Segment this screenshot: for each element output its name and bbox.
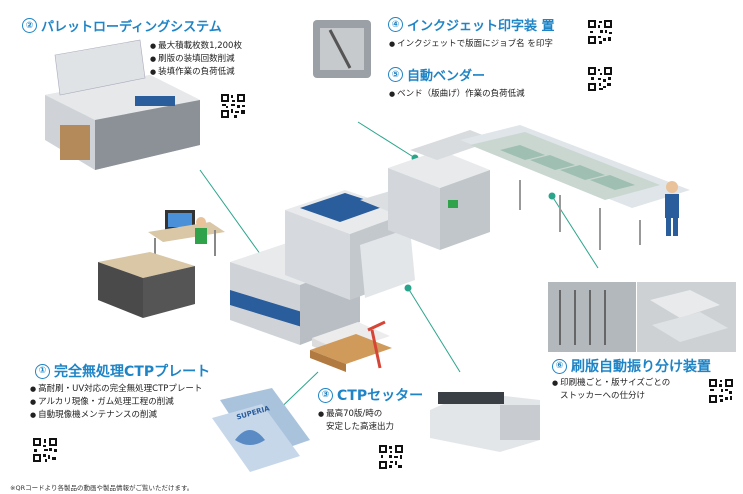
section-4-bullets: インクジェットで版面にジョブ名 を印字 — [389, 38, 553, 51]
ctp-line — [230, 130, 495, 345]
section-title: CTPセッター — [337, 388, 424, 404]
section-6-heading: ⑥ 刷版自動振り分け装置 — [552, 356, 711, 376]
pallet-loader-machine — [45, 39, 200, 170]
section-4-heading: ④ インクジェット印字装 置 — [388, 15, 555, 34]
footnote: ※QRコードより各製品の動画や製品情報がご覧いただけます。 — [10, 484, 194, 492]
bullet-item: 最高70版/時の — [318, 408, 394, 421]
section-number: ② — [22, 18, 37, 33]
section-title: パレットローディングシステム — [41, 20, 222, 35]
section-2-bullets: 最大積載枚数1,200枚 刷版の装填回数削減 装填作業の負荷低減 — [150, 40, 242, 79]
section-title: インクジェット印字装 置 — [407, 19, 555, 34]
plate-pallet — [310, 320, 392, 372]
section-number: ⑤ — [388, 67, 403, 82]
section-number: ④ — [388, 17, 403, 32]
bullet-item: 装填作業の負荷低減 — [150, 66, 242, 79]
bullet-item: 安定した高速出力 — [326, 422, 395, 432]
section-title: 完全無処理CTPプレート — [54, 364, 211, 380]
processor-unit — [98, 252, 195, 318]
qr-code-icon[interactable] — [587, 66, 613, 92]
qr-code-icon[interactable] — [220, 93, 246, 119]
superia-plates — [212, 388, 310, 472]
section-5-bullets: ベンド（版曲げ）作業の負荷低減 — [389, 88, 525, 101]
inkjet-photo — [313, 20, 371, 78]
bullet-item: 高耐刷・UV対応の完全無処理CTPプレート — [30, 383, 202, 396]
section-5-heading: ⑤ 自動ベンダー — [388, 65, 485, 84]
bullet-item: アルカリ現像・ガム処理工程の削減 — [30, 396, 202, 409]
bullet-item: ベンド（版曲げ）作業の負荷低減 — [389, 88, 525, 101]
section-2-heading: ② パレットローディングシステム — [22, 16, 222, 35]
section-1-bullets: 高耐刷・UV対応の完全無処理CTPプレート アルカリ現像・ガム処理工程の削減 自… — [30, 383, 202, 422]
bullet-item: インクジェットで版面にジョブ名 を印字 — [389, 38, 553, 51]
ctp-setter-machine — [430, 392, 540, 452]
bullet-item: 刷版の装填回数削減 — [150, 53, 242, 66]
bullet-item: 最大積載枚数1,200枚 — [150, 40, 242, 53]
qr-code-icon[interactable] — [708, 378, 734, 404]
sorter-photos — [548, 282, 736, 352]
section-number: ③ — [318, 387, 333, 403]
section-3-bullets: 最高70版/時の 安定した高速出力 — [318, 408, 394, 434]
bullet-item: 印刷機ごと・版サイズごとの — [552, 377, 670, 390]
section-number: ⑥ — [552, 358, 567, 374]
section-1-heading: ① 完全無処理CTPプレート — [35, 361, 210, 381]
section-title: 刷版自動振り分け装置 — [571, 359, 711, 375]
bullet-item: ストッカーへの仕分け — [560, 391, 646, 401]
bullet-item: 自動現像機メンテナンスの削減 — [30, 409, 202, 422]
section-number: ① — [35, 363, 50, 379]
operator-desk — [148, 210, 225, 258]
qr-code-icon[interactable] — [587, 19, 613, 45]
section-3-heading: ③ CTPセッター — [318, 385, 423, 405]
section-title: 自動ベンダー — [407, 69, 486, 84]
plate-sorter — [460, 125, 690, 250]
section-6-bullets: 印刷機ごと・版サイズごとの ストッカーへの仕分け — [552, 377, 670, 403]
qr-code-icon[interactable] — [32, 437, 58, 463]
qr-code-icon[interactable] — [378, 444, 404, 470]
